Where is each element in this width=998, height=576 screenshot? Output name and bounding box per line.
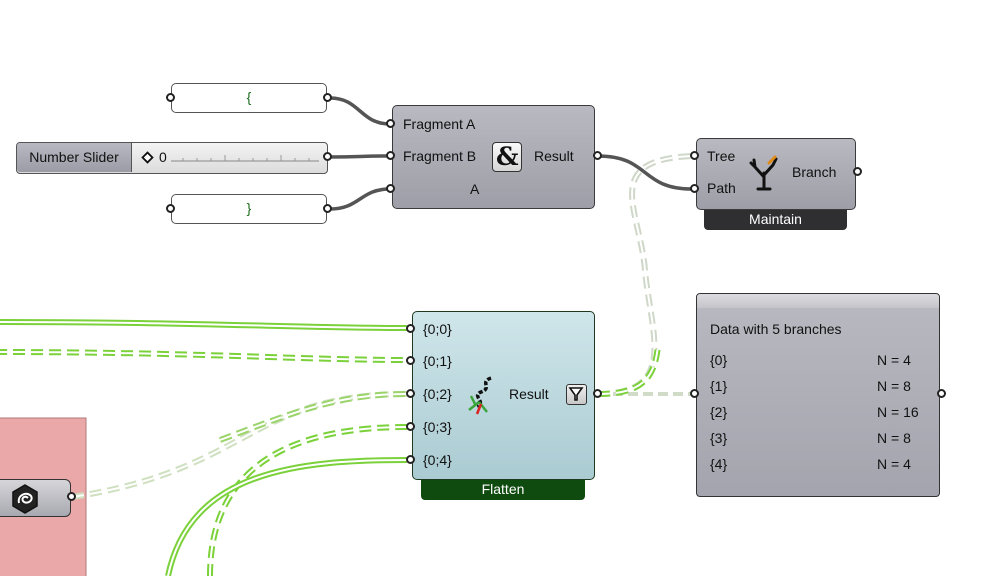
concat-port-fragment-b[interactable] [386, 151, 395, 160]
tree-icon [749, 155, 778, 191]
row-path-0: {0} [710, 352, 728, 368]
row-count-1: N = 8 [877, 378, 911, 394]
flatten-port-4[interactable] [406, 455, 415, 464]
flatten-port-result[interactable] [593, 389, 602, 398]
flatten-footer: Flatten [421, 480, 585, 500]
flatten-port-2[interactable] [406, 389, 415, 398]
input-path: Path [707, 180, 736, 196]
panel-open-brace[interactable]: { [171, 83, 327, 113]
tree-branch-component[interactable]: Tree Path Branch [696, 138, 856, 210]
data-panel[interactable]: Data with 5 branches {0} N = 4 {1} N = 8… [696, 293, 940, 497]
row-count-3: N = 8 [877, 430, 911, 446]
input-branch-3: {0;3} [423, 419, 452, 435]
flatten-port-0[interactable] [406, 324, 415, 333]
wire-close-to-a [329, 187, 391, 211]
panel-open-output-port[interactable] [323, 93, 332, 102]
row-path-2: {2} [710, 404, 728, 420]
panel-close-input-port[interactable] [166, 204, 175, 213]
output-result: Result [534, 148, 574, 164]
flatten-component[interactable]: {0;0} {0;1} {0;2} {0;3} {0;4} Result [412, 311, 595, 480]
tree-port-branch[interactable] [853, 167, 862, 176]
slider-grip-icon[interactable] [141, 151, 155, 165]
wire-flatten-to-tree [597, 153, 693, 397]
panel-close-brace[interactable]: } [171, 194, 327, 224]
concatenate-component[interactable]: Fragment A Fragment B A & Result [392, 105, 595, 209]
input-fragment-b: Fragment B [403, 148, 477, 164]
wire-slider-to-fragB [329, 154, 391, 159]
flatten-helix-icon [468, 376, 492, 415]
left-component-output-port[interactable] [67, 492, 76, 501]
wire-result-to-path [597, 154, 693, 191]
slider-value: 0 [159, 149, 167, 165]
wire-input-3 [207, 424, 408, 576]
concat-port-a[interactable] [386, 184, 395, 193]
wire-input-4 [165, 457, 408, 576]
panel-close-output-port[interactable] [323, 204, 332, 213]
wire-open-to-fragA [329, 96, 391, 126]
panel-input-port[interactable] [690, 389, 699, 398]
flatten-port-1[interactable] [406, 356, 415, 365]
panel-header: Data with 5 branches [710, 321, 842, 337]
row-count-4: N = 4 [877, 456, 911, 472]
concat-port-result[interactable] [593, 151, 602, 160]
input-a: A [470, 181, 480, 197]
funnel-icon[interactable] [566, 384, 587, 405]
input-branch-1: {0;1} [423, 353, 452, 369]
input-branch-4: {0;4} [423, 452, 452, 468]
slider-output-port[interactable] [323, 152, 332, 161]
panel-close-text: } [246, 200, 252, 216]
row-path-3: {3} [710, 430, 728, 446]
slider-name: Number Slider [17, 143, 132, 172]
row-path-1: {1} [710, 378, 728, 394]
left-component[interactable] [0, 479, 71, 517]
ampersand-icon: & [492, 142, 522, 172]
input-tree: Tree [707, 148, 736, 164]
flatten-port-3[interactable] [406, 422, 415, 431]
hex-swirl-icon [12, 484, 38, 514]
panel-open-input-port[interactable] [166, 93, 175, 102]
input-fragment-a: Fragment A [403, 116, 476, 132]
row-count-0: N = 4 [877, 352, 911, 368]
panel-titlebar[interactable] [697, 294, 939, 308]
slider-track[interactable] [171, 151, 321, 165]
output-result: Result [509, 386, 549, 402]
input-branch-2: {0;2} [423, 386, 452, 402]
panel-open-text: { [246, 89, 252, 105]
input-branch-0: {0;0} [423, 321, 452, 337]
concat-port-fragment-a[interactable] [386, 119, 395, 128]
tree-branch-footer: Maintain [704, 210, 847, 230]
tree-port-tree[interactable] [690, 151, 699, 160]
tree-port-path[interactable] [690, 184, 699, 193]
number-slider[interactable]: Number Slider 0 [16, 142, 328, 174]
output-branch: Branch [792, 164, 837, 180]
row-path-4: {4} [710, 456, 728, 472]
row-count-2: N = 16 [877, 404, 919, 420]
panel-output-port[interactable] [937, 389, 946, 398]
